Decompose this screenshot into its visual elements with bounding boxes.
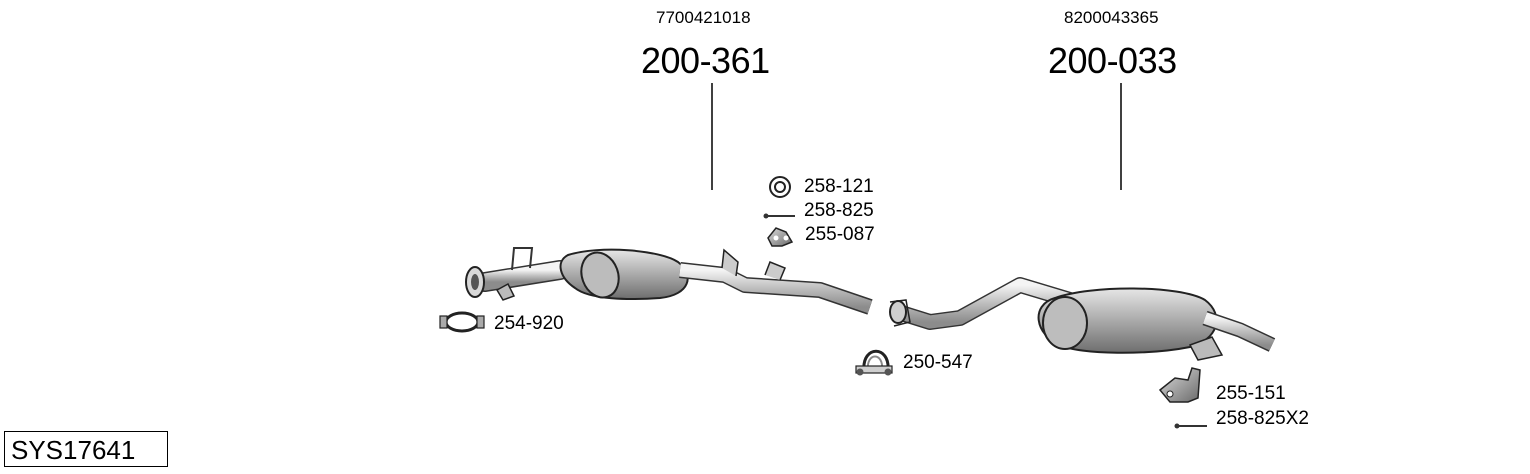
front-part-number[interactable]: 200-361 — [641, 40, 770, 81]
gasket-ring-icon — [769, 176, 791, 198]
mounting-bracket-icon — [1158, 367, 1201, 403]
rubber-mount-icon — [767, 227, 794, 247]
accessory-label-258-825[interactable]: 258-825 — [804, 200, 874, 221]
accessory-label-254-920[interactable]: 254-920 — [494, 313, 564, 334]
accessory-label-255-151[interactable]: 255-151 — [1216, 383, 1286, 404]
clamp-icon — [439, 311, 485, 333]
u-clamp-icon — [855, 349, 893, 376]
accessory-label-258-121[interactable]: 258-121 — [804, 176, 874, 197]
system-id-box: SYS17641 — [4, 431, 168, 467]
front-part-oem-number: 7700421018 — [656, 8, 751, 27]
bolt-icon-2 — [1174, 423, 1207, 429]
rear-silencer-assembly[interactable] — [889, 277, 1276, 361]
rear-part-oem-number: 8200043365 — [1064, 8, 1159, 27]
bolt-icon — [763, 213, 795, 219]
rear-part-number[interactable]: 200-033 — [1048, 40, 1177, 81]
accessory-label-255-087[interactable]: 255-087 — [805, 224, 875, 245]
accessory-label-250-547[interactable]: 250-547 — [903, 352, 973, 373]
front-silencer-assembly[interactable] — [465, 247, 873, 315]
accessory-label-258-825x2[interactable]: 258-825X2 — [1216, 408, 1309, 429]
